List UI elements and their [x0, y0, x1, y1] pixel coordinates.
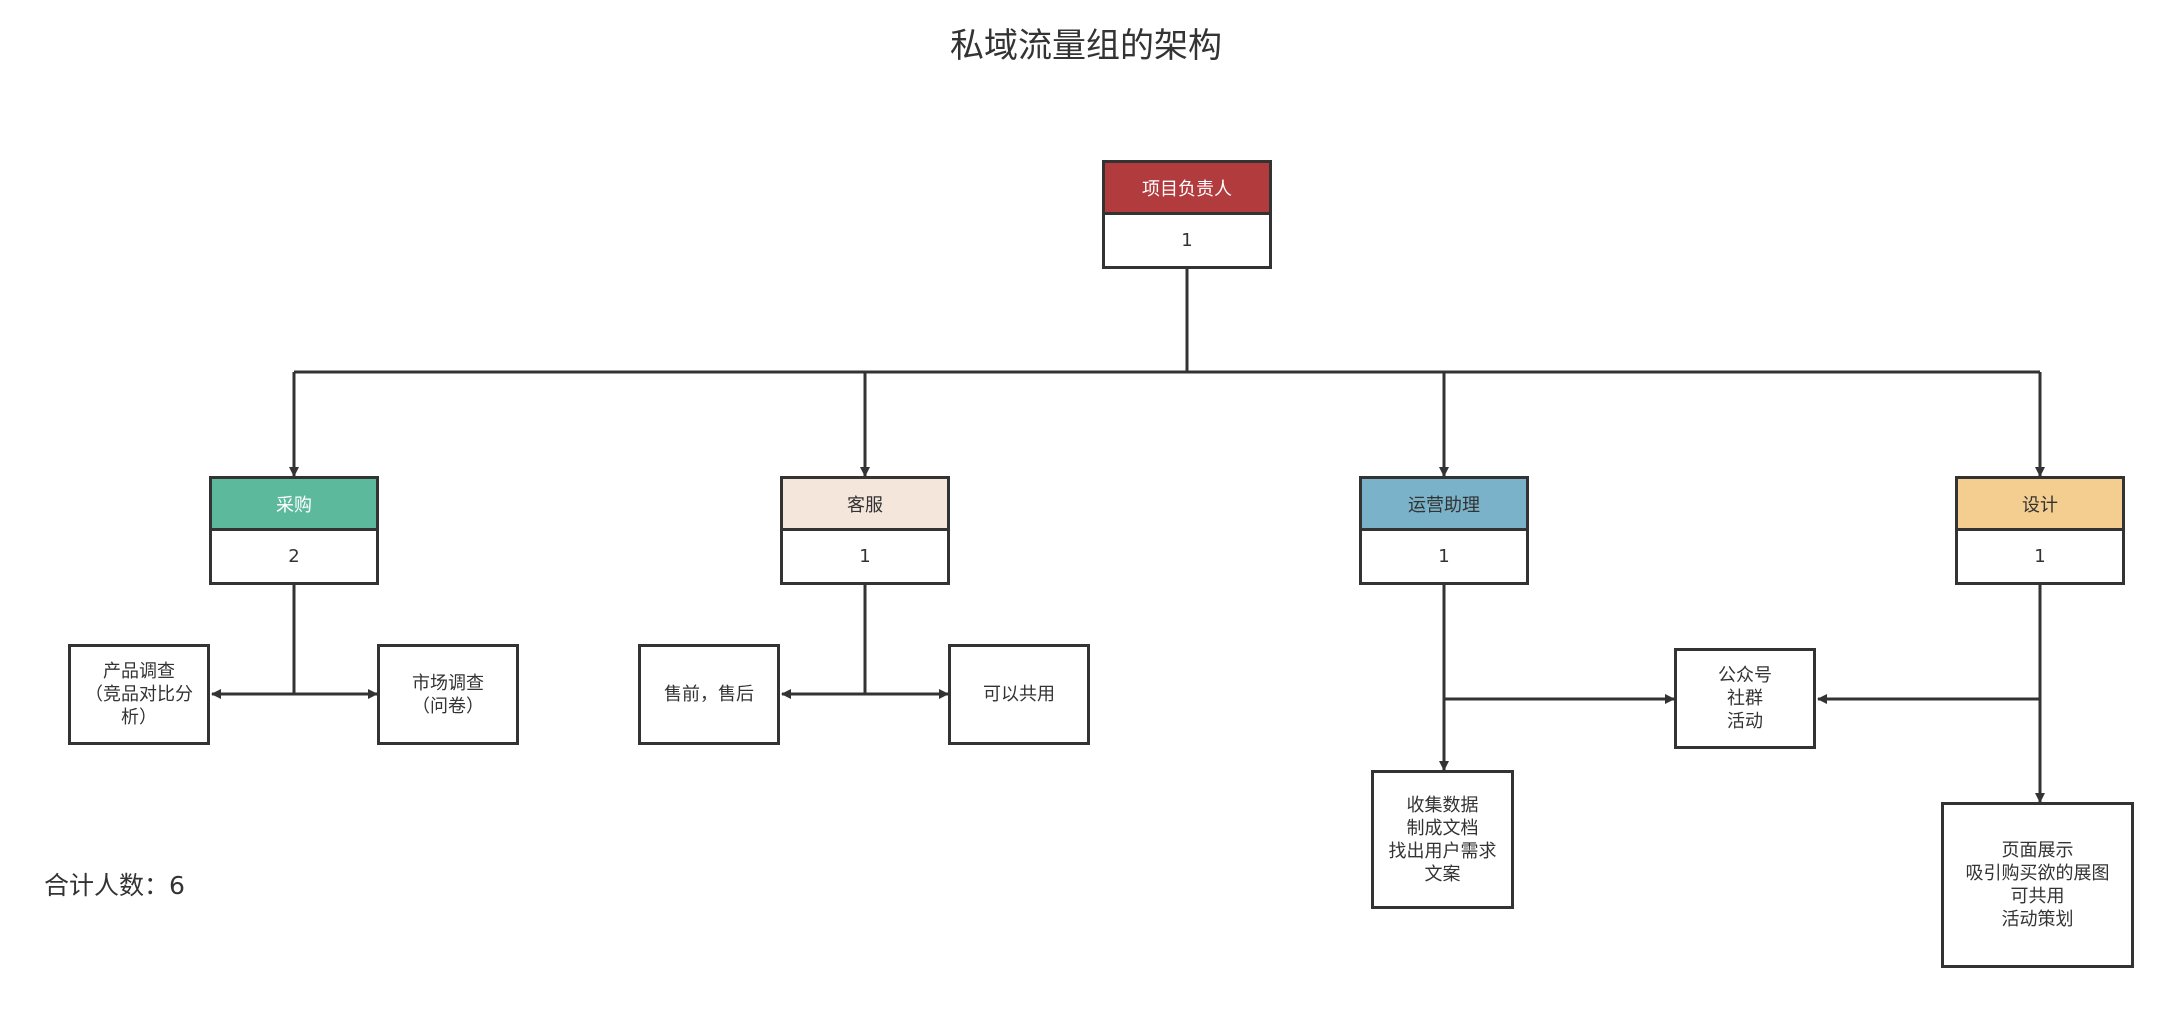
task-shareable-text: 可以共用: [983, 684, 1055, 705]
shared-channels-text: 公众号 社群 活动: [1718, 665, 1772, 732]
task-market-research-text: 市场调查 （问卷）: [412, 672, 484, 717]
department-label-operations: 运营助理: [1362, 479, 1526, 531]
task-market-research: 市场调查 （问卷）: [377, 644, 519, 745]
task-shareable: 可以共用: [948, 644, 1090, 745]
department-label-procurement: 采购: [212, 479, 376, 531]
headcount-total: 合计人数：6: [44, 871, 185, 900]
department-count-operations: 1: [1438, 546, 1450, 567]
task-product-research-text: 产品调查 （竞品对比分析）: [85, 661, 193, 728]
department-label-design: 设计: [1958, 479, 2122, 531]
department-node-design: 设计 1: [1955, 476, 2125, 585]
task-operations-duties: 收集数据 制成文档 找出用户需求 文案: [1371, 770, 1514, 909]
department-count-design: 1: [2034, 546, 2046, 567]
chart-title: 私域流量组的架构: [950, 26, 1222, 66]
task-design-duties: 页面展示 吸引购买欲的展图 可共用 活动策划: [1941, 802, 2134, 968]
task-operations-duties-text: 收集数据 制成文档 找出用户需求 文案: [1388, 794, 1497, 885]
root-node: 项目负责人 1: [1102, 160, 1272, 269]
task-pre-after-sales: 售前，售后: [638, 644, 780, 745]
department-count-service: 1: [859, 546, 871, 567]
root-node-count: 1: [1181, 230, 1193, 251]
shared-channels: 公众号 社群 活动: [1674, 648, 1816, 749]
department-node-operations: 运营助理 1: [1359, 476, 1529, 585]
task-pre-after-sales-text: 售前，售后: [664, 684, 754, 705]
department-count-procurement: 2: [288, 546, 300, 567]
task-product-research: 产品调查 （竞品对比分析）: [68, 644, 210, 745]
department-label-service: 客服: [783, 479, 947, 531]
root-node-label: 项目负责人: [1105, 163, 1269, 215]
task-design-duties-text: 页面展示 吸引购买欲的展图 可共用 活动策划: [1965, 840, 2110, 930]
department-node-procurement: 采购 2: [209, 476, 379, 585]
department-node-service: 客服 1: [780, 476, 950, 585]
